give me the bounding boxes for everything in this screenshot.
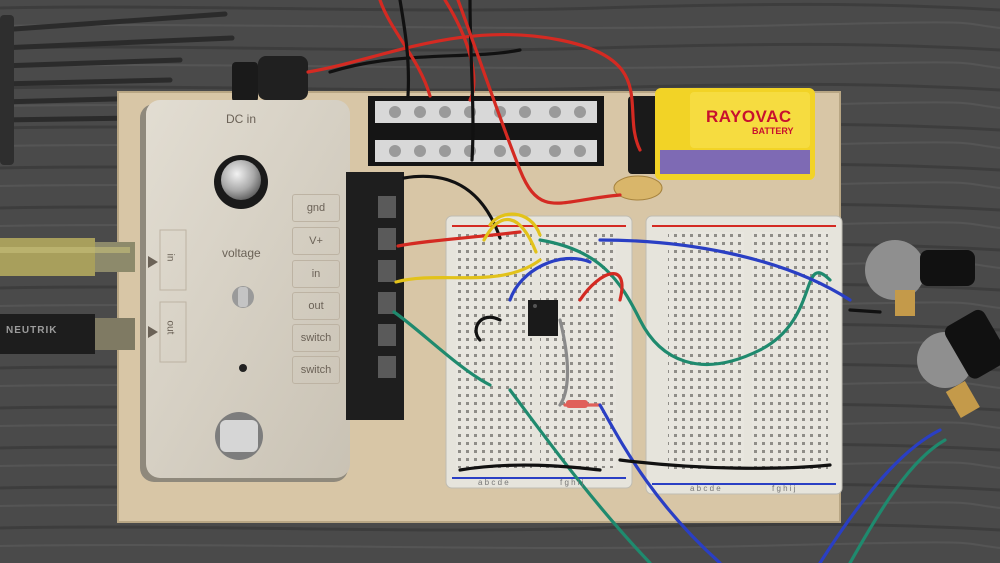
xlr-cable-out	[0, 314, 135, 354]
footswitch[interactable]	[215, 412, 263, 460]
metal-rods	[0, 11, 235, 123]
cable-brand-label: NEUTRIK	[6, 325, 58, 336]
breadboard-left	[445, 215, 633, 489]
piezo-disk	[613, 175, 663, 201]
out-jack-box	[159, 301, 187, 363]
resistor	[566, 400, 588, 408]
side-terminal-block	[346, 172, 404, 420]
dc-in-label: DC in	[226, 112, 257, 126]
terminal-label-switch-1: switch	[292, 324, 340, 352]
breadboard-left-col-letters-a: a b c d e	[478, 478, 509, 487]
breadboard-right	[645, 215, 843, 495]
terminal-label-out: out	[292, 292, 340, 320]
in-jack-label: in	[164, 253, 176, 262]
battery-type-label: BATTERY	[752, 126, 794, 136]
in-arrow-icon	[148, 256, 158, 268]
terminal-label-gnd: gnd	[292, 194, 340, 222]
terminal-label-vplus: V+	[292, 227, 340, 255]
terminal-label-switch-2: switch	[292, 356, 340, 384]
terminal-label-in: in	[292, 260, 340, 288]
led-indicator	[239, 364, 247, 372]
out-arrow-icon	[148, 326, 158, 338]
top-terminal-block	[368, 96, 604, 166]
voltage-label: voltage	[222, 246, 261, 260]
battery-9v	[628, 88, 815, 180]
battery-brand-label: RAYOVAC	[706, 107, 792, 126]
ic-chip	[528, 300, 558, 336]
jumper-wires	[306, 0, 947, 563]
xlr-cable-in	[0, 238, 135, 276]
toggle-switch[interactable]	[232, 286, 254, 308]
breadboard-left-col-letters-f: f g h i j	[560, 478, 584, 487]
breadboard-right-col-letters-f: f g h i j	[772, 484, 796, 493]
rod-handle	[0, 15, 14, 165]
breadboard-right-col-letters-a: a b c d e	[690, 484, 721, 493]
out-jack-label: out	[164, 320, 176, 335]
in-jack-box	[159, 229, 187, 291]
potentiometer-2[interactable]	[917, 307, 1000, 418]
volume-knob[interactable]	[214, 155, 268, 209]
dc-plug	[232, 56, 308, 102]
potentiometer-1[interactable]	[865, 240, 975, 316]
